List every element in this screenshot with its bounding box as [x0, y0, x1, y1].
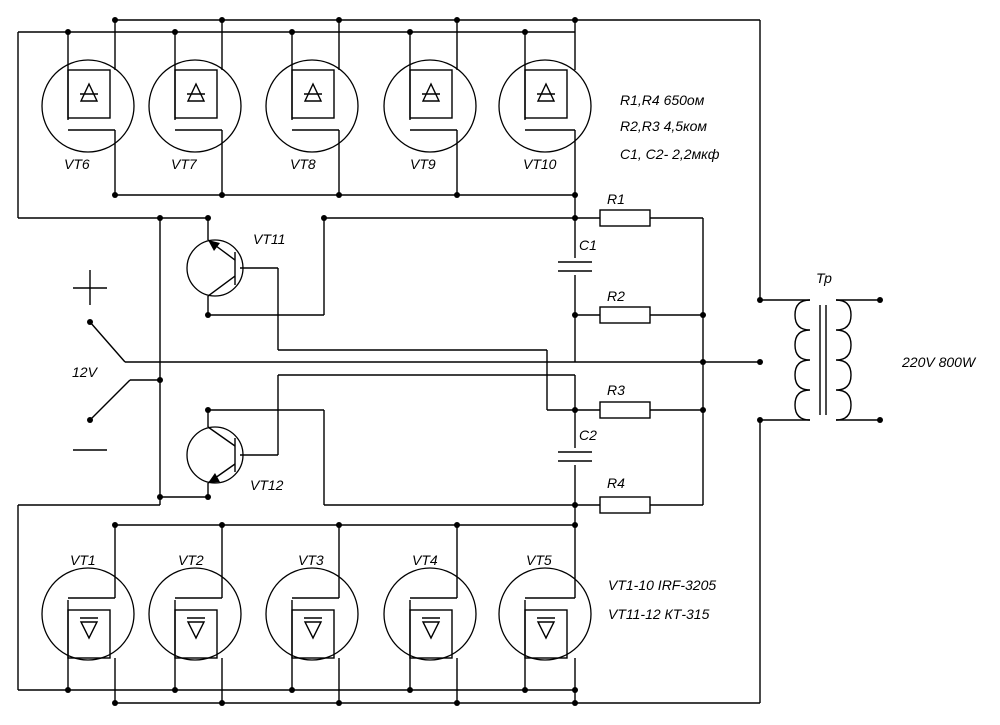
- note-bjts: VT11-12 КТ-315: [608, 606, 710, 622]
- r3-label: R3: [607, 382, 625, 398]
- voltage-label: 12V: [72, 364, 99, 380]
- vt7-label: VT7: [171, 156, 198, 172]
- vt8-label: VT8: [290, 156, 316, 172]
- mosfet-vt2: VT2: [148, 525, 242, 703]
- vt3-label: VT3: [298, 552, 324, 568]
- vt1-label: VT1: [70, 552, 96, 568]
- c1-label: C1: [579, 237, 597, 253]
- vt10-label: VT10: [523, 156, 557, 172]
- c2-label: C2: [579, 427, 597, 443]
- vt12-label: VT12: [250, 477, 284, 493]
- r4-label: R4: [607, 475, 625, 491]
- vt11-label: VT11: [253, 231, 285, 247]
- note-r1-r4: R1,R4 650ом: [620, 92, 705, 108]
- driver-wiring: [18, 217, 760, 506]
- note-capacitors: C1, C2- 2,2мкф: [620, 146, 720, 162]
- mosfet-vt6: VT6: [41, 20, 135, 195]
- vt6-label: VT6: [64, 156, 90, 172]
- mosfet-vt9: VT9: [383, 20, 477, 195]
- mosfet-vt3: VT3: [265, 525, 359, 703]
- mosfet-vt8: VT8: [265, 20, 359, 195]
- bottom-bus-wires: [17, 420, 761, 704]
- power-input-12v: 12V: [72, 270, 131, 451]
- r1-label: R1: [607, 191, 625, 207]
- mosfet-vt4: VT4: [383, 525, 477, 703]
- vt4-label: VT4: [412, 552, 438, 568]
- mosfet-vt1: VT1: [41, 525, 135, 703]
- r2-label: R2: [607, 288, 625, 304]
- transistor-vt12: VT12: [186, 410, 284, 497]
- output-label: 220V 800W: [901, 354, 977, 370]
- note-r2-r3: R2,R3 4,5ком: [620, 118, 707, 134]
- vt2-label: VT2: [178, 552, 204, 568]
- mosfet-vt10: VT10: [498, 32, 592, 195]
- vt5-label: VT5: [526, 552, 552, 568]
- transistor-vt11: VT11: [186, 218, 285, 315]
- note-mosfets: VT1-10 IRF-3205: [608, 577, 716, 593]
- top-bus-wires: [17, 19, 761, 300]
- rc-network: R1 C1 R2 R3 C2 R4: [157, 191, 763, 514]
- top-junctions: [65, 17, 578, 198]
- mosfet-vt5: VT5: [498, 525, 592, 703]
- transformer: Тр 220V 800W: [760, 270, 977, 423]
- transformer-label: Тр: [816, 270, 832, 286]
- mosfet-vt7: VT7: [148, 20, 242, 195]
- vt9-label: VT9: [410, 156, 436, 172]
- component-notes: R1,R4 650ом R2,R3 4,5ком C1, C2- 2,2мкф …: [608, 92, 720, 622]
- bottom-junctions: [65, 522, 578, 706]
